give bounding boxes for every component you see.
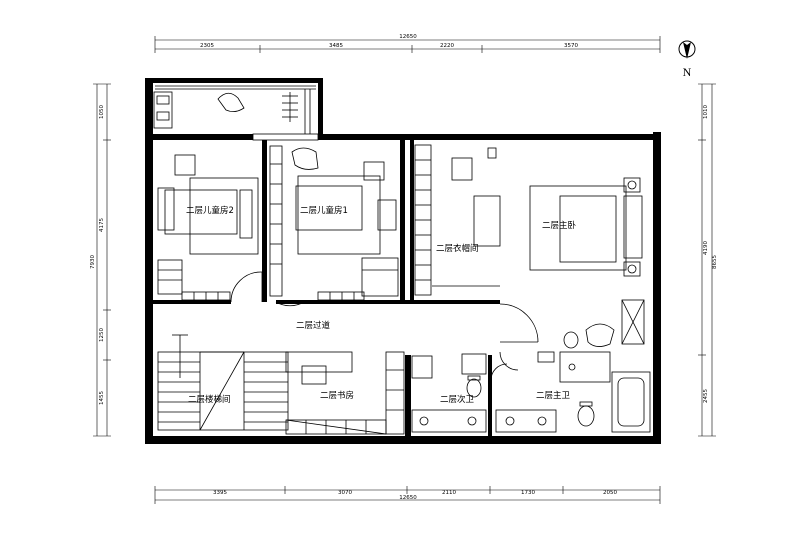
master-bedroom-furniture xyxy=(529,177,645,349)
north-arrow-icon xyxy=(678,40,696,59)
doors xyxy=(230,271,539,381)
label-public-bath: 二层次卫 xyxy=(440,394,475,405)
public-bath-fixtures xyxy=(411,353,487,433)
stair xyxy=(157,334,289,431)
dim-right-total: 8655 xyxy=(712,255,718,269)
dim-right-1: 1010 xyxy=(703,105,709,119)
dim-right-2: 4190 xyxy=(703,241,709,255)
label-corridor: 二层过道 xyxy=(296,320,331,331)
study-furniture xyxy=(285,351,405,435)
bottom-dimension xyxy=(154,486,661,504)
dim-top-total: 12650 xyxy=(399,34,417,40)
window-top xyxy=(155,85,319,141)
label-master-bath: 二层主卫 xyxy=(536,390,571,401)
top-dimension xyxy=(154,36,661,53)
north-label: N xyxy=(683,65,692,79)
dim-left-3: 1250 xyxy=(99,328,105,342)
dim-left-2: 4175 xyxy=(99,218,105,232)
label-child-room-1: 二层儿童房1 xyxy=(300,205,348,216)
dim-left-4: 1455 xyxy=(99,391,105,405)
dim-bottom-3: 2110 xyxy=(442,490,456,496)
master-bath-fixtures xyxy=(495,351,651,433)
dim-top-1: 2305 xyxy=(200,43,214,49)
label-master-bedroom: 二层主卧 xyxy=(542,220,577,231)
left-dimension xyxy=(93,83,111,437)
dim-bottom-total: 12650 xyxy=(399,495,417,501)
dim-bottom-2: 3070 xyxy=(338,490,352,496)
balcony-furniture xyxy=(153,91,298,129)
dim-bottom-1: 3395 xyxy=(213,490,227,496)
dim-left-1: 1050 xyxy=(99,105,105,119)
label-study: 二层书房 xyxy=(320,390,354,401)
dim-top-3: 2220 xyxy=(440,43,454,49)
closet-furniture xyxy=(414,144,501,296)
child-room-2-furniture xyxy=(157,154,259,301)
label-stair: 二层楼梯间 xyxy=(188,394,231,405)
dim-bottom-4: 1730 xyxy=(521,490,535,496)
right-dimension xyxy=(698,83,716,437)
child-room-1-furniture xyxy=(269,145,399,301)
dim-right-3: 2455 xyxy=(703,389,709,403)
dim-bottom-5: 2050 xyxy=(603,490,617,496)
walls xyxy=(145,78,661,444)
label-child-room-2: 二层儿童房2 xyxy=(186,205,234,216)
dim-top-4: 3570 xyxy=(564,43,578,49)
dim-top-2: 3485 xyxy=(329,43,343,49)
dim-left-total: 7930 xyxy=(90,255,96,269)
label-closet: 二层衣帽间 xyxy=(436,243,479,254)
